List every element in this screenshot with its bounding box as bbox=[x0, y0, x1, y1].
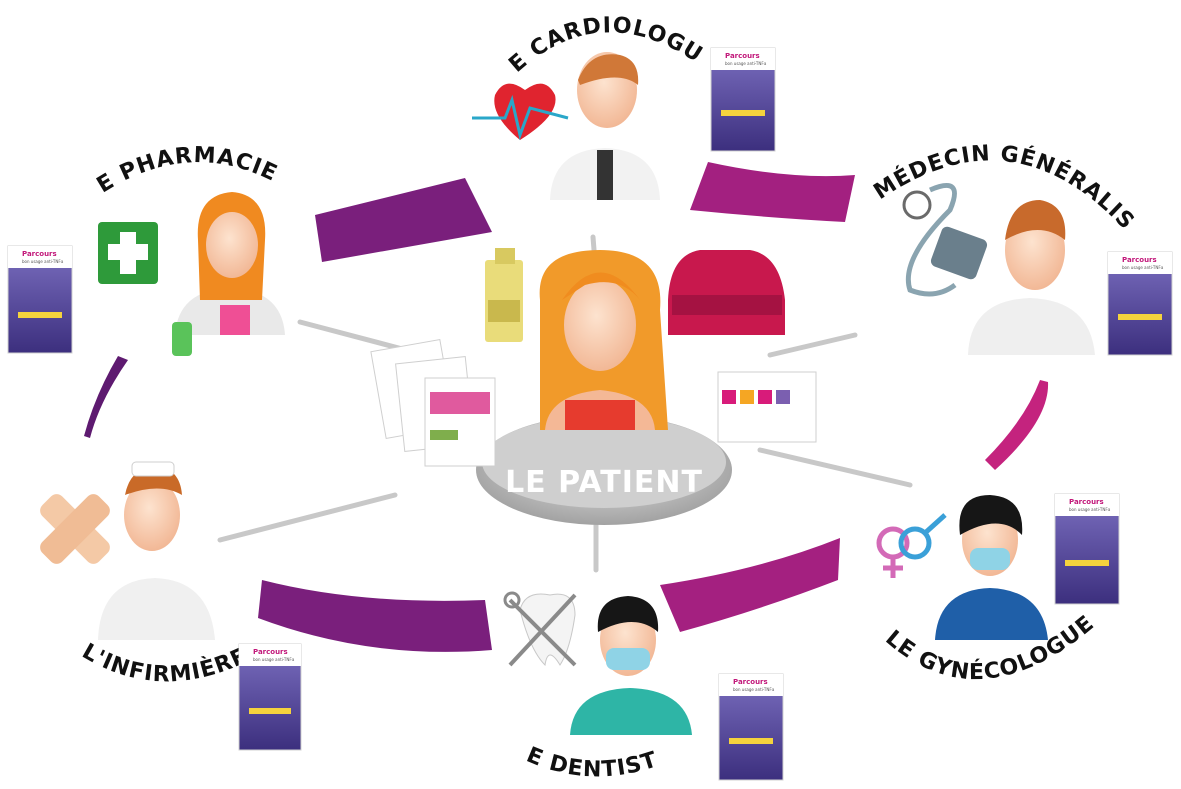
svg-text:Parcours: Parcours bbox=[253, 648, 288, 656]
patient-label: LE PATIENT bbox=[505, 465, 703, 500]
svg-text:bon usage anti-TNFα: bon usage anti-TNFα bbox=[1122, 265, 1164, 270]
brochure-cardiologue: Parcours bon usage anti-TNFα bbox=[710, 47, 776, 152]
pharmacy-cross-icon bbox=[98, 222, 158, 284]
svg-text:bon usage anti-TNFα: bon usage anti-TNFα bbox=[253, 657, 295, 662]
svg-text:Parcours: Parcours bbox=[22, 250, 57, 258]
arc-gynecologue-dentiste bbox=[660, 538, 840, 632]
svg-text:Parcours: Parcours bbox=[1122, 256, 1157, 264]
pharmacist-avatar bbox=[172, 192, 285, 356]
sharps-container-icon bbox=[485, 248, 523, 342]
svg-text:bon usage anti-TNFα: bon usage anti-TNFα bbox=[22, 259, 64, 264]
arc-dentiste-infirmiere bbox=[258, 580, 492, 652]
bandage-icon bbox=[40, 494, 110, 564]
svg-text:Parcours: Parcours bbox=[733, 678, 768, 686]
nurse-avatar bbox=[98, 461, 215, 640]
dentist-avatar bbox=[570, 596, 692, 735]
svg-text:bon usage anti-TNFα: bon usage anti-TNFα bbox=[725, 61, 767, 66]
arc-infirmiere-pharmacien bbox=[84, 356, 128, 438]
heart-icon bbox=[472, 83, 569, 141]
patient-node: LE PATIENT bbox=[370, 248, 817, 525]
patient-avatar bbox=[539, 250, 668, 430]
svg-text:bon usage anti-TNFα: bon usage anti-TNFα bbox=[1069, 507, 1111, 512]
blood-pressure-monitor-icon bbox=[902, 183, 988, 297]
website-screenshot-icon bbox=[717, 371, 817, 443]
spoke-right-bottom bbox=[757, 447, 913, 488]
brochure-infirmiere: Parcours bon usage anti-TNFα bbox=[238, 643, 302, 751]
gynecologist-avatar bbox=[935, 495, 1048, 640]
spokes bbox=[217, 234, 913, 573]
spoke-right-top bbox=[767, 332, 858, 358]
arc-generaliste-gynecologue bbox=[985, 380, 1049, 470]
cooling-bag-icon bbox=[668, 250, 785, 335]
care-arcs bbox=[84, 162, 1049, 652]
brochure-dentiste: Parcours bon usage anti-TNFα bbox=[718, 673, 784, 781]
svg-text:Parcours: Parcours bbox=[1069, 498, 1104, 506]
brochure-generaliste: Parcours bon usage anti-TNFα bbox=[1107, 251, 1173, 356]
role-infirmiere: L'INFIRMIÈRE bbox=[40, 461, 252, 688]
svg-text:bon usage anti-TNFα: bon usage anti-TNFα bbox=[733, 687, 775, 692]
brochure-pharmacien: Parcours bon usage anti-TNFα bbox=[7, 245, 73, 354]
svg-text:Parcours: Parcours bbox=[725, 52, 760, 60]
arc-cardiologue-generaliste bbox=[690, 162, 855, 222]
arc-pharmacien-cardiologue bbox=[315, 178, 492, 262]
gender-symbols-icon bbox=[876, 513, 947, 578]
brochure-gynecologue: Parcours bon usage anti-TNFα bbox=[1054, 493, 1120, 605]
general-practitioner-avatar bbox=[968, 200, 1095, 355]
leaflets-icon bbox=[370, 339, 496, 467]
brochures: Parcours bon usage anti-TNFα Parcours bo… bbox=[7, 47, 1173, 781]
spoke-left-bottom bbox=[217, 492, 398, 543]
dental-tools-icon bbox=[503, 591, 577, 667]
role-label-infirmiere: L'INFIRMIÈRE bbox=[78, 639, 252, 688]
cardiologist-avatar bbox=[550, 52, 660, 200]
role-label-pharmacien: LE PHARMACIEN bbox=[0, 0, 281, 198]
